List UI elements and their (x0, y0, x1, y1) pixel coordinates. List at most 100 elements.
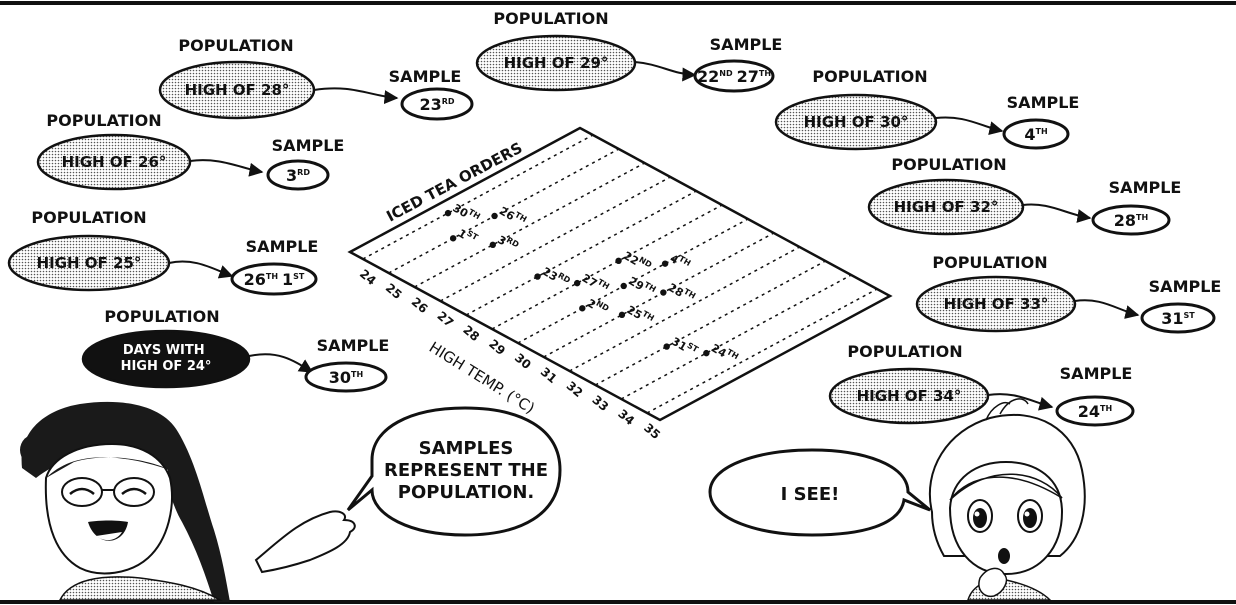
population-label: POPULATION (891, 155, 1006, 174)
bubble-outline (708, 448, 931, 537)
tongue (96, 532, 122, 541)
sample-label: SAMPLE (1060, 364, 1133, 383)
population-text: DAYS WITH HIGH OF 24° (121, 343, 212, 374)
group-high-34: POPULATION HIGH OF 34° SAMPLE 24TH (828, 342, 1135, 427)
sample-text: 3RD (286, 166, 310, 185)
sample-label: SAMPLE (1109, 178, 1182, 197)
gridline (517, 218, 749, 344)
population-label: POPULATION (104, 307, 219, 326)
arrow (168, 260, 234, 279)
population-oval (828, 367, 990, 425)
glasses-right-icon (113, 477, 155, 507)
sample-text: 24TH (1078, 402, 1112, 421)
arrow (634, 61, 697, 82)
population-text: HIGH OF 29° (504, 54, 609, 72)
data-point (489, 241, 496, 249)
gridline (414, 162, 645, 288)
sample-oval (1140, 302, 1216, 334)
sample-oval (1091, 204, 1171, 236)
sample-oval (400, 87, 474, 121)
sample-oval (266, 159, 330, 191)
tick-label: 31 (538, 365, 560, 386)
bubble-line-2: REPRESENT THE (384, 460, 548, 481)
chart-frame (347, 126, 893, 422)
data-point (573, 279, 581, 287)
group-high-28: POPULATION HIGH OF 28° SAMPLE 23RD (158, 36, 474, 121)
group-high-33: POPULATION HIGH OF 33° SAMPLE 31ST (915, 253, 1221, 334)
bubble-line-3: POPULATION. (398, 482, 535, 503)
population-label: POPULATION (932, 253, 1047, 272)
gridline (569, 246, 800, 372)
population-text: HIGH OF 33° (944, 295, 1049, 313)
character-right (928, 398, 1086, 601)
mouth (998, 548, 1010, 564)
bubble-line-1: SAMPLES (419, 438, 514, 459)
population-oval (774, 93, 938, 151)
sample-label: SAMPLE (1007, 93, 1080, 112)
group-high-30: POPULATION HIGH OF 30° SAMPLE 4TH (774, 67, 1080, 151)
sample-label: SAMPLE (317, 336, 390, 355)
gridline (388, 148, 620, 274)
gridline (543, 232, 775, 358)
population-text: HIGH OF 26° (62, 153, 167, 171)
data-point (449, 235, 457, 242)
sample-label: SAMPLE (389, 67, 462, 86)
bangs (949, 473, 1063, 501)
bubble-line-1: I SEE! (781, 484, 840, 505)
gridline (595, 260, 826, 386)
gridline (646, 288, 878, 414)
data-point (444, 209, 452, 217)
glasses-left-icon (61, 477, 103, 507)
group-high-32: POPULATION HIGH OF 32° SAMPLE 28TH (867, 155, 1182, 236)
population-label: POPULATION (812, 67, 927, 86)
sample-oval (1002, 118, 1070, 150)
gridline (620, 274, 852, 400)
tick-label: 24 (357, 267, 379, 288)
arrow (189, 159, 264, 177)
tick-label: 29 (486, 337, 508, 358)
sample-oval (230, 262, 318, 296)
face (44, 442, 173, 575)
clothing (58, 576, 223, 601)
data-point (618, 311, 626, 319)
population-text: HIGH OF 32° (894, 198, 999, 216)
eye-highlight-left (974, 511, 980, 517)
tick-label: 32 (564, 379, 586, 400)
hand (978, 567, 1008, 598)
data-point (703, 349, 710, 357)
hair-bun (20, 434, 52, 466)
population-text: HIGH OF 30° (804, 113, 909, 131)
arrow (248, 353, 314, 373)
data-point (615, 257, 622, 264)
group-days-24: POPULATION DAYS WITH HIGH OF 24° SAMPLE … (81, 307, 390, 393)
gridline (465, 190, 697, 316)
speech-bubble-right: I SEE! (708, 448, 931, 537)
population-oval (81, 329, 251, 389)
pupil-right (1023, 508, 1037, 528)
hand (254, 510, 356, 574)
character-left (20, 401, 356, 602)
data-point (660, 289, 667, 296)
data-point (663, 343, 670, 350)
tick-label: 35 (641, 421, 663, 442)
tick-label: 26 (409, 295, 431, 316)
face (948, 460, 1064, 576)
eye-left (69, 487, 95, 495)
tick-label: 28 (460, 323, 482, 344)
arrow (1022, 203, 1092, 223)
data-point (661, 260, 669, 267)
hair-strands (985, 398, 1029, 421)
population-oval (915, 275, 1077, 333)
population-label: POPULATION (46, 111, 161, 130)
speech-bubble-left: SAMPLES REPRESENT THE POPULATION. (346, 406, 562, 537)
sample-oval (693, 59, 775, 93)
tick-label: 27 (434, 309, 456, 330)
population-text: HIGH OF 34° (857, 387, 962, 405)
population-oval (36, 133, 192, 191)
sample-label: SAMPLE (272, 136, 345, 155)
